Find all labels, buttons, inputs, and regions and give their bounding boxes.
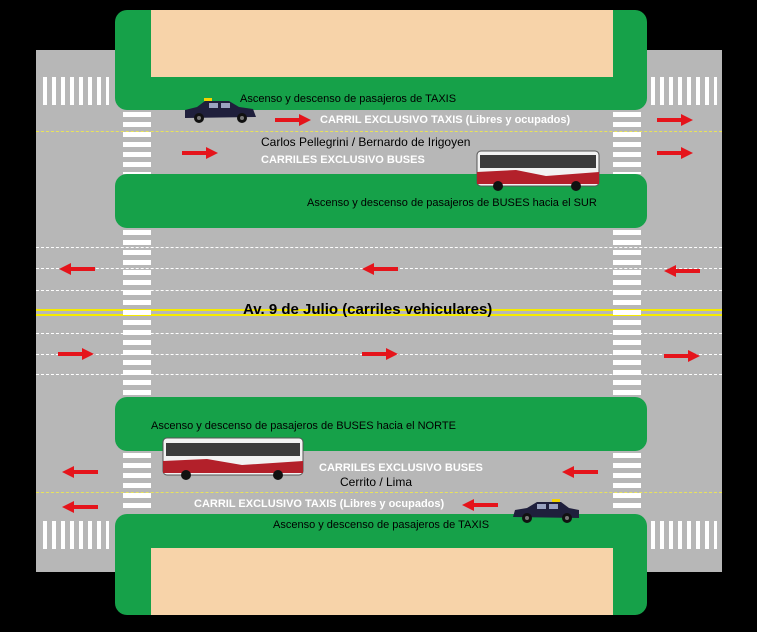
- crosswalk: [43, 521, 109, 549]
- crosswalk: [613, 453, 641, 513]
- crosswalk: [613, 230, 641, 396]
- bottom-bus-lanes-label: CARRILES EXCLUSIVO BUSES: [319, 462, 483, 474]
- top-streets-label: Carlos Pellegrini / Bernardo de Irigoyen: [261, 135, 471, 149]
- bus-icon: [162, 437, 304, 480]
- crosswalk: [651, 77, 717, 105]
- lane-divider-bottom: [36, 492, 722, 493]
- crosswalk: [123, 112, 151, 174]
- arrow-left-icon: [62, 501, 98, 513]
- avenue-label: Av. 9 de Julio (carriles vehiculares): [243, 301, 493, 318]
- crosswalk: [43, 77, 109, 105]
- arrow-left-icon: [62, 466, 98, 478]
- centerline-1: [36, 309, 722, 311]
- bottom-sidewalk: [151, 548, 613, 615]
- south-bus-stop-label: Ascenso y descenso de pasajeros de BUSES…: [307, 197, 597, 209]
- arrow-left-icon: [59, 263, 95, 275]
- arrow-right-icon: [275, 114, 311, 126]
- north-bus-stop-label: Ascenso y descenso de pasajeros de BUSES…: [151, 420, 456, 432]
- taxi-icon: [513, 499, 579, 523]
- lane-line-3: [36, 290, 722, 291]
- top-sidewalk: [151, 10, 613, 77]
- top-taxi-lane-label: CARRIL EXCLUSIVO TAXIS (Libres y ocupado…: [320, 114, 571, 126]
- arrow-left-icon: [664, 265, 700, 277]
- lane-line-1: [36, 247, 722, 248]
- crosswalk: [651, 521, 717, 549]
- arrow-right-icon: [58, 348, 94, 360]
- top-taxi-stop-label: Ascenso y descenso de pasajeros de TAXIS: [240, 93, 457, 105]
- crosswalk: [123, 453, 151, 513]
- arrow-left-icon: [362, 263, 398, 275]
- arrow-right-icon: [657, 147, 693, 159]
- arrow-right-icon: [664, 350, 700, 362]
- lane-line-4: [36, 333, 722, 334]
- crosswalk: [123, 230, 151, 396]
- arrow-right-icon: [362, 348, 398, 360]
- arrow-left-icon: [562, 466, 598, 478]
- crosswalk: [613, 112, 641, 174]
- bus-icon: [476, 150, 600, 191]
- bottom-taxi-stop-label: Ascenso y descenso de pasajeros de TAXIS: [273, 519, 490, 531]
- lane-line-6: [36, 374, 722, 375]
- arrow-left-icon: [462, 499, 498, 511]
- bottom-taxi-lane-label: CARRIL EXCLUSIVO TAXIS (Libres y ocupado…: [194, 498, 445, 510]
- taxi-icon: [185, 98, 256, 123]
- bottom-streets-label: Cerrito / Lima: [340, 475, 413, 489]
- arrow-right-icon: [182, 147, 218, 159]
- centerline-2: [36, 314, 722, 316]
- arrow-right-icon: [657, 114, 693, 126]
- top-bus-lanes-label: CARRILES EXCLUSIVO BUSES: [261, 154, 425, 166]
- lane-divider-top: [36, 131, 722, 132]
